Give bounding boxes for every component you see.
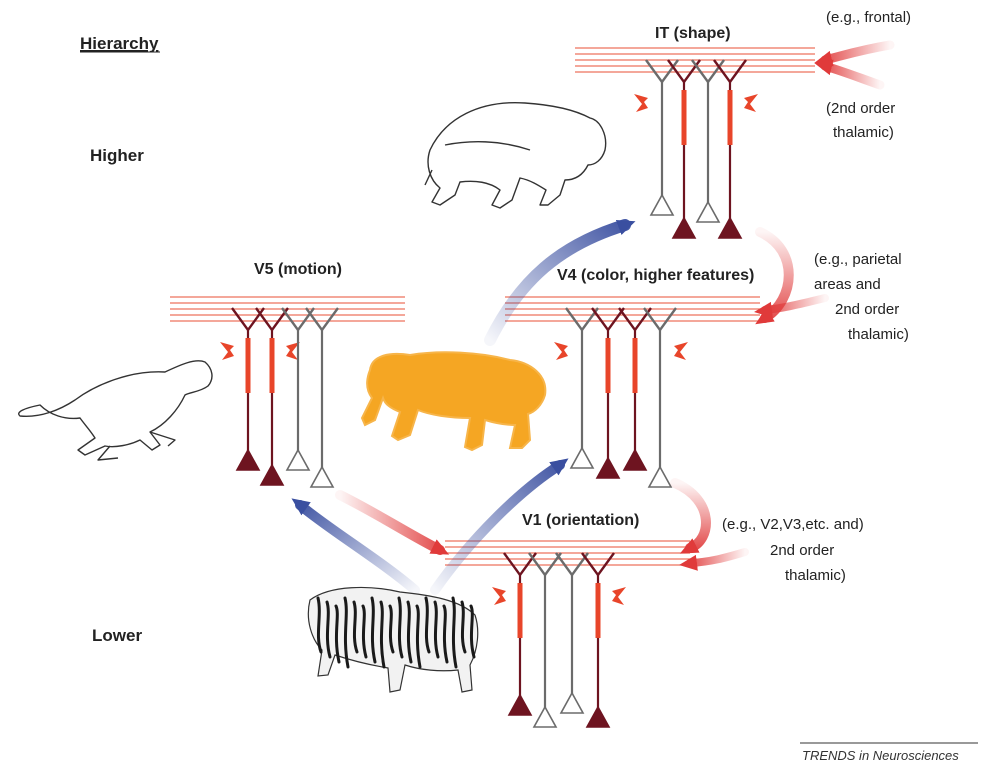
hierarchy-title: Hierarchy [80,34,159,53]
hierarchy-lower-label: Lower [92,626,142,645]
parietal-to-v4-arrow-head [762,310,770,311]
running-cheetah-outline-icon [19,361,212,460]
pyramidal-cell-v1-0 [492,553,536,715]
area-it-label: IT (shape) [655,25,731,42]
pyramidal-cell-v5-2 [282,308,314,470]
it-frontal-input-label: (e.g., frontal) [826,9,911,26]
pyramidal-cell-v1-3 [582,553,626,727]
v2-to-v1-arrow-head [687,563,695,564]
pyramidal-cell-v4-3 [644,308,688,487]
it-thalamic-input-line2: thalamic) [833,124,894,141]
pyramidal-cell-it-3 [714,60,758,238]
pyramidal-cell-v1-2 [556,553,588,713]
v1-input-line2: 2nd order [770,542,834,559]
pyramidal-cell-v5-0 [220,308,264,470]
hierarchy-higher-label: Higher [90,146,144,165]
v4-input-line1: (e.g., parietal [814,251,902,268]
v1-input-line1: (e.g., V2,V3,etc. and) [722,516,864,533]
v1-to-v5-arrow [300,505,415,590]
feedback-arrows [340,45,890,564]
v4-to-v1-arrow [675,483,706,548]
pyramidal-cell-v5-3 [306,308,338,487]
orange-tiger-silhouette-icon [362,352,545,450]
area-v1-label: V1 (orientation) [522,512,639,529]
pyramidal-cell-it-1 [668,60,700,238]
pyramidal-cell-v4-2 [619,308,651,470]
pyramidal-cell-v4-0 [554,308,598,468]
thalamic-to-it-arrow [825,66,880,85]
v4-input-line3: 2nd order [835,301,899,318]
v2-to-v1-arrow [690,552,745,563]
striped-tiger-icon [308,587,477,692]
frontal-to-it-arrow [825,45,890,60]
v1-input-line3: thalamic) [785,567,846,584]
it-thalamic-input-line1: (2nd order [826,100,895,117]
pyramidal-cell-v4-1 [592,308,624,478]
lion-outline-icon [425,103,606,208]
pyramidal-cell-it-0 [634,60,678,215]
v4-input-line2: areas and [814,276,881,293]
source-credit: TRENDS in Neurosciences [802,748,959,763]
pyramidal-cell-v1-1 [529,553,561,727]
area-v4-label: V4 (color, higher features) [557,267,754,284]
v4-input-line4: thalamic) [848,326,909,343]
cortical-layer-lines [170,48,815,565]
pyramidal-cell-it-2 [692,60,724,222]
area-v5-label: V5 (motion) [254,261,342,278]
